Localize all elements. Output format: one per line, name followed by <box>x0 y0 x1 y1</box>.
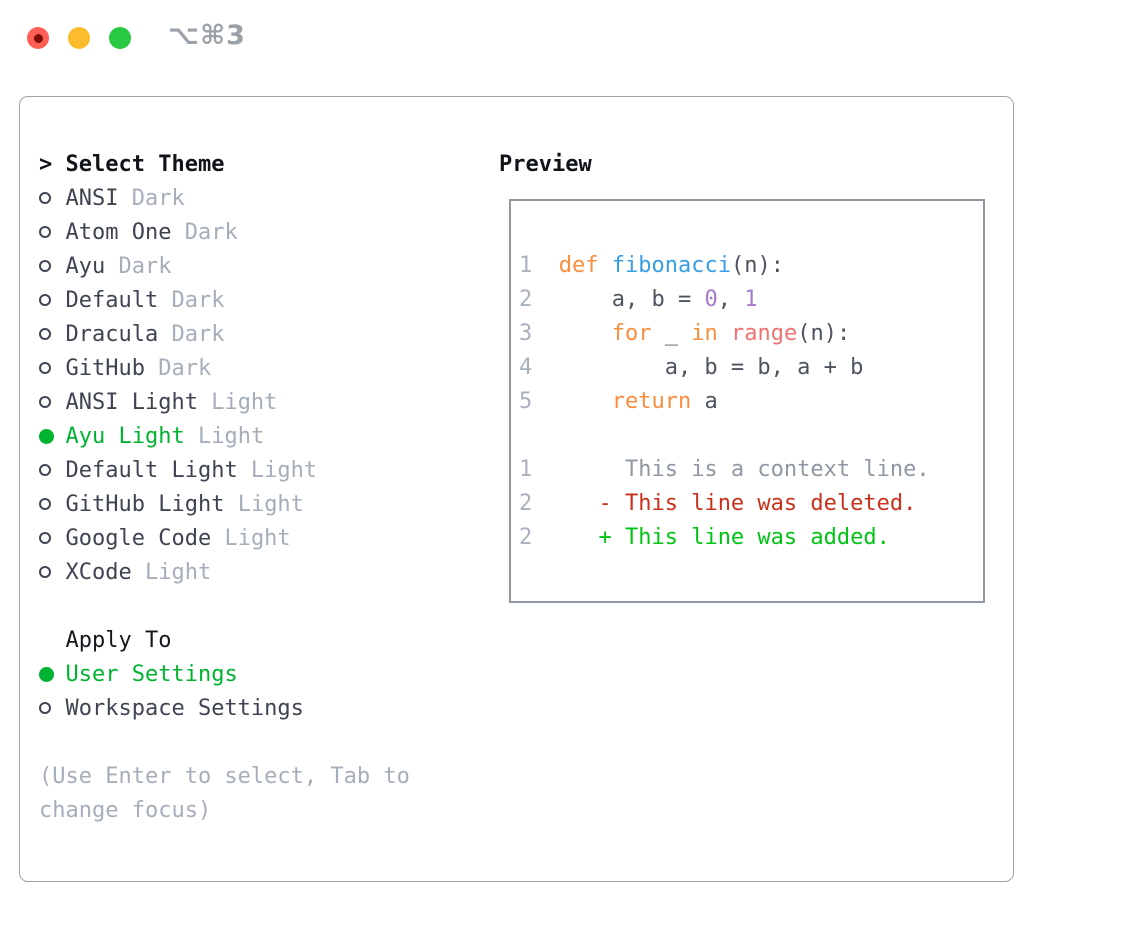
radio-unselected-icon <box>39 464 51 476</box>
theme-option[interactable]: GitHub Light Light <box>39 487 410 521</box>
option-label: XCode <box>65 559 132 585</box>
minimize-button[interactable] <box>68 27 90 49</box>
option-variant-tag: Light <box>131 559 212 585</box>
option-label: Atom One <box>65 219 172 245</box>
code-line: 5 return a <box>519 389 718 414</box>
theme-option[interactable]: Atom One Dark <box>39 215 410 249</box>
apply-to-heading: Apply To <box>39 623 410 657</box>
radio-unselected-icon <box>39 498 51 510</box>
option-variant-tag: Dark <box>171 219 238 245</box>
spacer-row <box>39 725 410 759</box>
radio-unselected-icon <box>39 192 51 204</box>
theme-option[interactable]: Dracula Dark <box>39 317 410 351</box>
radio-selected-icon <box>39 666 54 682</box>
radio-unselected-icon <box>39 532 51 544</box>
code-line: 4 a, b = b, a + b <box>519 355 864 380</box>
option-label: ANSI Light <box>65 389 198 415</box>
code-line: 1 def fibonacci(n): <box>519 253 784 278</box>
theme-option[interactable]: Default Light Light <box>39 453 410 487</box>
theme-option[interactable]: Default Dark <box>39 283 410 317</box>
prompt-icon: > <box>39 151 53 177</box>
code-line: 1 This is a context line. <box>519 457 930 482</box>
theme-option[interactable]: Ayu Dark <box>39 249 410 283</box>
radio-selected-icon <box>39 428 54 444</box>
option-variant-tag: Dark <box>144 355 212 381</box>
theme-option[interactable]: ANSI Dark <box>39 181 410 215</box>
close-button[interactable] <box>27 27 49 49</box>
code-line: 2 a, b = 0, 1 <box>519 287 758 312</box>
theme-option[interactable]: ANSI Light Light <box>39 385 410 419</box>
option-label: Workspace Settings <box>65 695 304 721</box>
apply-to-option[interactable]: Workspace Settings <box>39 691 410 725</box>
radio-unselected-icon <box>39 260 51 272</box>
radio-unselected-icon <box>39 362 51 374</box>
option-variant-tag: Dark <box>105 253 172 279</box>
hint-line-2: change focus) <box>39 797 212 823</box>
option-label: Google Code <box>65 525 212 551</box>
maximize-button[interactable] <box>109 27 131 49</box>
theme-option[interactable]: Ayu Light Light <box>39 419 410 453</box>
apply-to-option[interactable]: User Settings <box>39 657 410 691</box>
apply-to-title: Apply To <box>65 627 172 653</box>
code-line: 2 - This line was deleted. <box>519 491 917 516</box>
select-theme-title: Select Theme <box>65 151 225 177</box>
code-line: 3 for _ in range(n): <box>519 321 851 346</box>
option-label: Dracula <box>65 321 159 347</box>
select-theme-heading: > Select Theme <box>39 147 410 181</box>
option-variant-tag: Light <box>224 491 304 517</box>
option-label: Ayu <box>65 253 106 279</box>
option-variant-tag: Dark <box>118 185 185 211</box>
option-variant-tag: Dark <box>158 321 225 347</box>
option-label: GitHub Light <box>65 491 225 517</box>
hint-line-1: (Use Enter to select, Tab to <box>39 763 410 789</box>
radio-unselected-icon <box>39 702 51 714</box>
radio-unselected-icon <box>39 396 51 408</box>
radio-unselected-icon <box>39 226 51 238</box>
option-label: Default Light <box>65 457 238 483</box>
spacer-row <box>39 589 410 623</box>
code-lines: 1 def fibonacci(n): 2 a, b = 0, 1 3 for _ … <box>519 249 975 555</box>
theme-option[interactable]: Google Code Light <box>39 521 410 555</box>
window-shortcut-label: ⌥⌘3 <box>168 20 246 51</box>
option-variant-tag: Light <box>197 389 278 415</box>
option-label: Default <box>65 287 159 313</box>
option-variant-tag: Light <box>184 423 265 449</box>
preview-heading: Preview <box>499 151 592 177</box>
option-variant-tag: Light <box>237 457 318 483</box>
code-line: 2 + This line was added. <box>519 525 890 550</box>
option-label: User Settings <box>65 661 238 687</box>
option-variant-tag: Light <box>211 525 291 551</box>
option-label: ANSI <box>65 185 119 211</box>
radio-unselected-icon <box>39 328 51 340</box>
radio-unselected-icon <box>39 566 51 578</box>
focus-dot-icon <box>33 33 43 43</box>
theme-option[interactable]: XCode Light <box>39 555 410 589</box>
option-label: GitHub <box>65 355 145 381</box>
option-label: Ayu Light <box>65 423 185 449</box>
radio-unselected-icon <box>39 294 51 306</box>
window-titlebar <box>27 26 150 50</box>
code-blank-line <box>519 419 975 453</box>
option-variant-tag: Dark <box>158 287 225 313</box>
theme-option[interactable]: GitHub Dark <box>39 351 410 385</box>
code-preview-box: 1 def fibonacci(n): 2 a, b = 0, 1 3 for _ … <box>509 199 985 603</box>
